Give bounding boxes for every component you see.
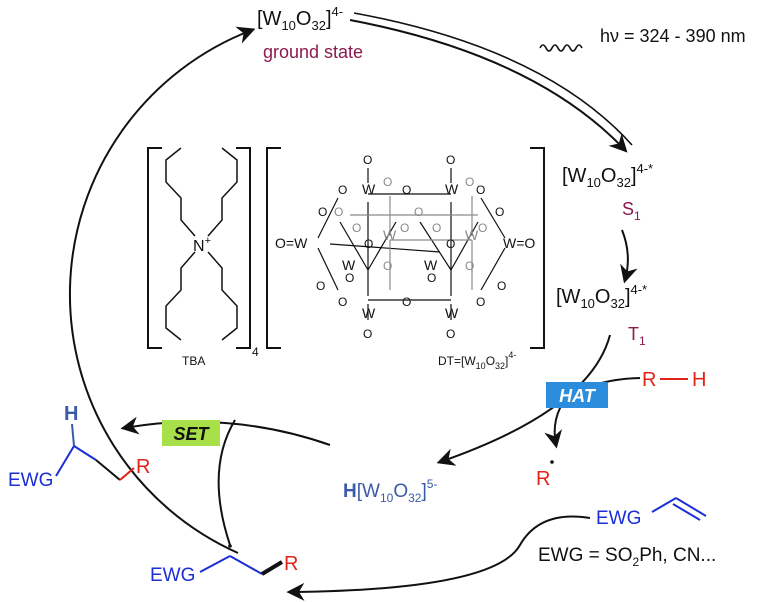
- tba-nitrogen: N+: [193, 235, 211, 255]
- svg-text:O: O: [316, 279, 325, 293]
- photon-squiggle: [539, 44, 583, 52]
- svg-text:O: O: [446, 327, 455, 341]
- dt-label: DT=[W10O32]4-: [438, 350, 516, 371]
- svg-text:W: W: [465, 227, 479, 243]
- svg-text:O: O: [446, 153, 455, 167]
- svg-text:EWG: EWG: [8, 470, 53, 491]
- cycle-arc-isc: [620, 229, 638, 284]
- svg-text:O: O: [383, 175, 392, 189]
- tba-label: TBA: [182, 354, 205, 368]
- svg-text:W=O: W=O: [503, 235, 535, 251]
- svg-text:W: W: [445, 181, 459, 197]
- svg-text:H: H: [64, 403, 78, 425]
- cycle-arc-excitation-2: [353, 12, 633, 146]
- svg-text:O: O: [338, 295, 347, 309]
- svg-text:O: O: [318, 205, 327, 219]
- svg-text:O: O: [352, 221, 361, 235]
- tba-count: 4: [252, 345, 259, 359]
- svg-text:W: W: [342, 257, 356, 273]
- svg-text:H: H: [692, 369, 706, 391]
- svg-text:O: O: [465, 175, 474, 189]
- svg-text:O: O: [478, 221, 487, 235]
- svg-text:W: W: [383, 227, 397, 243]
- hydroalkylation-product: H EWG R: [8, 403, 150, 491]
- svg-text:O: O: [345, 271, 354, 285]
- svg-text:O: O: [495, 205, 504, 219]
- svg-text:R: R: [284, 553, 298, 575]
- svg-text:R: R: [136, 456, 150, 478]
- svg-text:O: O: [402, 295, 411, 309]
- cycle-arc-left: [69, 26, 256, 554]
- svg-text:O: O: [476, 295, 485, 309]
- ground-state-label: ground state: [263, 42, 363, 62]
- set-arrow-out: [120, 416, 331, 446]
- radical-addition-arrow: [286, 515, 591, 601]
- svg-text:O: O: [497, 279, 506, 293]
- svg-text:R: R: [536, 468, 550, 490]
- decatungstate-structure: W W W W W W W W O=W W=O O O O O O O O O …: [266, 147, 545, 371]
- excited-singlet-formula: [W10O32]4-*: [562, 161, 653, 190]
- light-wavelength-label: hν = 324 - 390 nm: [600, 26, 746, 46]
- svg-text:O: O: [383, 259, 392, 273]
- svg-text:O: O: [402, 183, 411, 197]
- excited-triplet-formula: [W10O32]4-*: [556, 282, 647, 311]
- svg-text:O: O: [432, 221, 441, 235]
- cycle-arc-excitation-1: [349, 19, 628, 153]
- set-badge: SET: [162, 420, 220, 446]
- svg-text:W: W: [424, 257, 438, 273]
- svg-text:O: O: [427, 271, 436, 285]
- svg-text:O: O: [400, 221, 409, 235]
- singlet-label: S1: [622, 199, 641, 223]
- triplet-label: T1: [628, 324, 646, 348]
- vinyl-acceptor: EWG: [596, 497, 707, 529]
- svg-text:O: O: [465, 259, 474, 273]
- svg-text:O: O: [446, 237, 455, 251]
- alkyl-radical: R: [536, 460, 554, 490]
- svg-text:W: W: [445, 305, 459, 321]
- ewg-definition: EWG = SO2Ph, CN...: [538, 545, 716, 569]
- hat-badge: HAT: [546, 382, 608, 408]
- tba-cation-structure: N+ TBA 4: [147, 147, 259, 368]
- svg-text:O: O: [338, 183, 347, 197]
- ground-state-formula: [W10O32]4-: [257, 4, 343, 33]
- svg-text:W: W: [362, 305, 376, 321]
- svg-text:O: O: [364, 237, 373, 251]
- rh-reagent: R H: [642, 369, 706, 391]
- svg-text:R: R: [642, 369, 656, 391]
- set-arrow-in: [217, 419, 236, 546]
- svg-text:O: O: [363, 153, 372, 167]
- svg-text:EWG: EWG: [150, 565, 195, 586]
- svg-text:O: O: [363, 327, 372, 341]
- svg-text:W: W: [362, 181, 376, 197]
- svg-text:O=W: O=W: [275, 235, 308, 251]
- set-label: SET: [173, 424, 210, 444]
- svg-text:EWG: EWG: [596, 508, 641, 529]
- svg-text:O: O: [334, 205, 343, 219]
- hat-label: HAT: [559, 386, 597, 406]
- svg-text:O: O: [476, 183, 485, 197]
- adduct-radical: EWG R: [150, 544, 298, 586]
- reduced-catalyst-formula: H[W10O32]5-: [343, 477, 437, 505]
- svg-text:O: O: [414, 205, 423, 219]
